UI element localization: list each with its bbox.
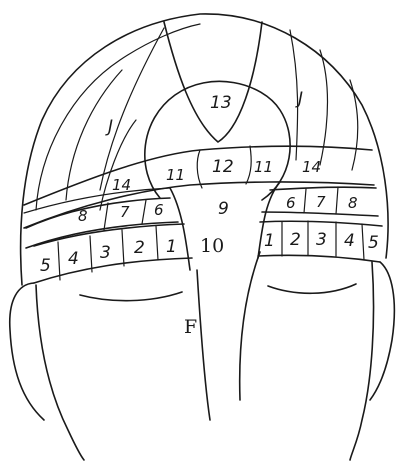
zone-9-label: 9 (218, 199, 229, 219)
right-band-label-2: 2 (290, 230, 301, 250)
right-band-label-5: 5 (368, 233, 379, 253)
left-mid-label-8: 8 (78, 207, 88, 225)
left-low-divider-d (156, 226, 158, 260)
zone-10-label: 10 (200, 235, 224, 257)
zone-14-right-label: 14 (302, 158, 321, 176)
left-mid-label-6: 6 (154, 201, 164, 219)
zone-13-label: 13 (210, 93, 232, 113)
left-band-label-3: 3 (100, 243, 111, 263)
left-low-band-bottom (34, 258, 192, 283)
left-band-label-2: 2 (134, 238, 145, 258)
left-low-divider-c (122, 230, 124, 266)
left-band-label-4: 4 (68, 249, 79, 269)
right-mid-label-6: 6 (286, 194, 296, 212)
left-mid-divider-b (142, 200, 146, 224)
right-mid-band-top (270, 187, 376, 190)
nose-left-line (197, 270, 210, 420)
zone-14-left-label: 14 (112, 176, 131, 194)
dome-line-right-mid (320, 50, 328, 165)
right-mid-label-7: 7 (316, 193, 326, 211)
zone-f-label: F (184, 316, 197, 338)
right-low-band-top (260, 221, 382, 226)
nose-right-line (240, 252, 260, 400)
left-low-divider-b (90, 236, 92, 272)
zone-12-label: 12 (212, 157, 234, 177)
dome-line-right-inner (290, 30, 298, 160)
right-low-band-bottom (258, 255, 380, 262)
right-mid-divider-a (304, 189, 306, 213)
left-mid-divider-a (104, 203, 108, 230)
right-low-divider-d (362, 224, 364, 260)
left-eye-line (80, 292, 182, 301)
right-face-edge (350, 262, 374, 460)
zone-11-right-label: 11 (254, 158, 273, 176)
left-low-divider-a (58, 242, 60, 280)
right-eye-line (268, 284, 356, 293)
zone-12-divider-right (246, 146, 251, 184)
dome-line-right-outer (350, 80, 358, 170)
zone-12-divider-left (197, 150, 202, 188)
right-mid-divider-b (336, 187, 338, 214)
left-mid-label-7: 7 (120, 203, 130, 221)
right-band-label-4: 4 (344, 231, 355, 251)
right-mid-band-bottom (262, 212, 378, 216)
left-ear-outline (10, 283, 44, 420)
left-band-label-5: 5 (40, 256, 51, 276)
left-face-edge (36, 285, 84, 460)
zone-j-left-label: J (105, 117, 113, 137)
left-band-label-1: 1 (166, 237, 177, 257)
right-band-label-3: 3 (316, 230, 327, 250)
right-mid-label-8: 8 (348, 194, 358, 212)
zone-11-left-label: 11 (166, 166, 185, 184)
zone-j-right-label: J (295, 89, 303, 109)
right-band-label-1: 1 (264, 231, 275, 251)
